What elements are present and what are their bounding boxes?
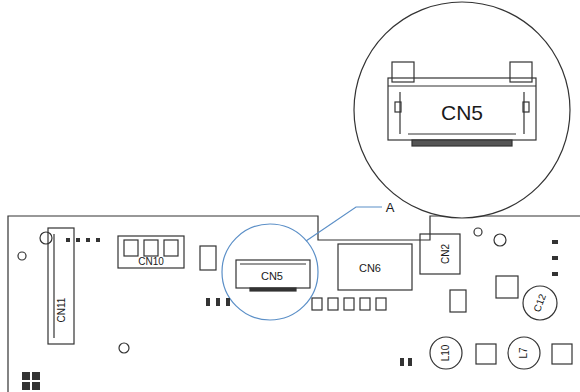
part-name: CN10 <box>138 257 164 267</box>
detail-circle <box>354 2 570 218</box>
part-name: L7 <box>519 347 529 358</box>
inductor-symbol <box>430 337 462 369</box>
part-name: CN6 <box>359 263 381 274</box>
part-name: L10 <box>441 345 451 362</box>
part-name: CN11 <box>57 298 67 323</box>
inductor-symbol <box>508 337 540 369</box>
connector-symbol <box>420 234 460 274</box>
detail-marker <box>222 224 318 320</box>
connector-symbol <box>236 260 310 288</box>
callout-letter: A <box>386 201 395 214</box>
board-outline <box>8 216 580 392</box>
part-name: CN2 <box>441 244 451 264</box>
detail-label: CN5 <box>441 102 483 123</box>
connector-symbol <box>118 236 184 268</box>
part-name: CN5 <box>261 271 283 282</box>
connector-detail <box>388 62 536 146</box>
leader-line <box>306 207 382 241</box>
connector-symbol <box>48 228 74 344</box>
capacitor-symbol <box>523 286 557 320</box>
connector-symbol <box>338 244 412 290</box>
part-name: C12 <box>532 293 548 314</box>
